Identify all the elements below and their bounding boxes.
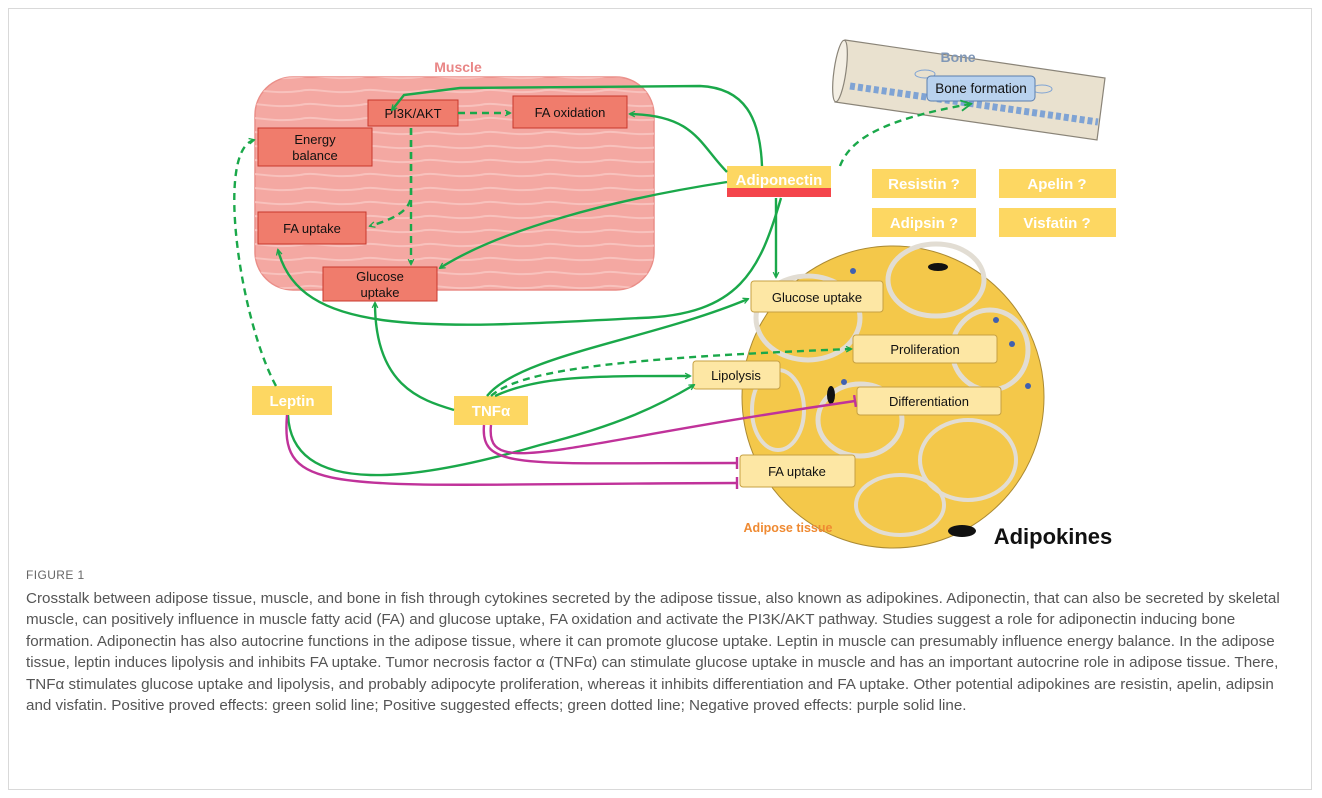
- muscle-fa-uptake-node: FA uptake: [257, 211, 367, 245]
- resistin-label: Resistin ?: [888, 176, 960, 193]
- leptin-label: Leptin: [270, 393, 315, 410]
- proliferation-node: Proliferation: [852, 334, 998, 364]
- crosstalk-diagram: Muscle PI3K/AKT FA oxidation Energy bala…: [233, 39, 1116, 549]
- positive-suggested-arrows: [233, 104, 970, 397]
- lipolysis-label: Lipolysis: [711, 368, 761, 383]
- inhibit-tnf-differentiation: [489, 394, 858, 455]
- figure-frame: [8, 8, 1312, 790]
- bone-formation-label: Bone formation: [935, 81, 1027, 96]
- visfatin-label: Visfatin ?: [1023, 215, 1090, 232]
- arrow-tnf-proliferation: [490, 349, 851, 397]
- adipose-glucose-uptake-node: Glucose uptake: [750, 280, 884, 313]
- proliferation-label: Proliferation: [890, 342, 959, 357]
- lipolysis-node: Lipolysis: [692, 360, 781, 390]
- figure-label: FIGURE 1: [26, 568, 85, 582]
- adipose-fa-uptake-node: FA uptake: [739, 454, 856, 488]
- resistin-box: Resistin ?: [872, 169, 976, 198]
- adiponectin-box: Adiponectin: [727, 166, 831, 197]
- arrow-tnf-adipose-glucose: [486, 299, 748, 397]
- visfatin-box: Visfatin ?: [999, 208, 1116, 237]
- arrow-leptin-energy: [233, 140, 278, 387]
- arrow-tnf-lipolysis: [494, 376, 690, 398]
- arrow-adiponectin-muscle-fa: [278, 197, 783, 326]
- muscle-glucose-line1: Glucose: [356, 269, 404, 284]
- inhibit-leptin-fa-uptake: [285, 414, 739, 490]
- tnf-box: TNFα: [454, 396, 528, 425]
- leptin-box: Leptin: [252, 386, 332, 415]
- arrow-pi3k-muscle-fa: [370, 128, 413, 226]
- arrow-adiponectin-pi3k: [392, 84, 764, 167]
- adipsin-box: Adipsin ?: [872, 208, 976, 237]
- fa-oxidation-node: FA oxidation: [512, 95, 628, 129]
- adipose-fa-uptake-label: FA uptake: [768, 464, 826, 479]
- arrow-adiponectin-bone: [838, 104, 970, 167]
- tnf-label: TNFα: [472, 403, 511, 420]
- negative-proved-arrows: [285, 394, 858, 490]
- arrow-tnf-muscle-glucose: [375, 303, 455, 412]
- bone-label: Bone: [941, 49, 976, 65]
- energy-balance-line2: balance: [292, 148, 338, 163]
- arrow-adiponectin-muscle-glucose: [440, 180, 728, 268]
- pi3k-node: PI3K/AKT: [367, 99, 459, 127]
- apelin-box: Apelin ?: [999, 169, 1116, 198]
- adipokines-title: Adipokines: [994, 524, 1113, 549]
- figure-caption: Crosstalk between adipose tissue, muscle…: [26, 590, 1280, 715]
- adipose-label: Adipose tissue: [744, 521, 833, 535]
- differentiation-node: Differentiation: [856, 386, 1002, 416]
- adipsin-label: Adipsin ?: [890, 215, 958, 232]
- fa-oxidation-label: FA oxidation: [535, 105, 606, 120]
- inhibit-tnf-fa-uptake: [482, 424, 739, 470]
- muscle-fa-uptake-label: FA uptake: [283, 221, 341, 236]
- pi3k-label: PI3K/AKT: [384, 106, 441, 121]
- muscle-label: Muscle: [434, 59, 482, 75]
- adipose-glucose-uptake-label: Glucose uptake: [772, 290, 862, 305]
- energy-balance-node: Energy balance: [257, 127, 373, 167]
- bone-formation-node: Bone formation: [926, 75, 1036, 102]
- arrow-adiponectin-fa-oxidation: [630, 114, 728, 173]
- energy-balance-line1: Energy: [294, 132, 336, 147]
- muscle-glucose-uptake-node: Glucose uptake: [322, 266, 438, 302]
- differentiation-label: Differentiation: [889, 394, 969, 409]
- muscle-glucose-line2: uptake: [360, 285, 399, 300]
- adiponectin-label: Adiponectin: [736, 172, 823, 189]
- apelin-label: Apelin ?: [1027, 176, 1086, 193]
